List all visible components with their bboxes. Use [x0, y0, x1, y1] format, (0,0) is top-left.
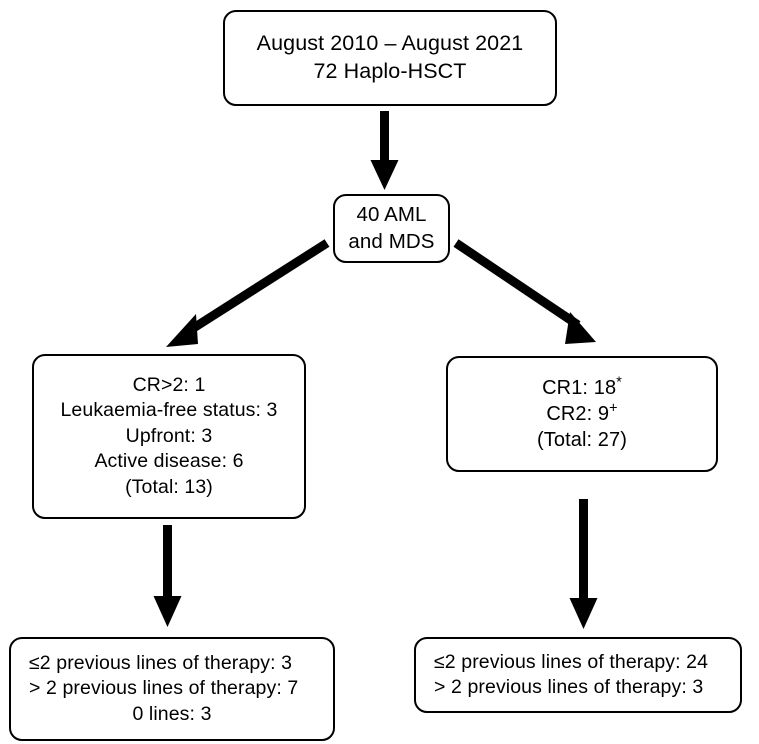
arrow-cohort-to-diagnosis: [370, 111, 399, 190]
cohort-period-line: August 2010 – August 2021: [256, 31, 524, 56]
left-group-upfront-line: Upfront: 3: [125, 424, 213, 447]
right-lines-gt2-line: > 2 previous lines of therapy: 3: [434, 676, 704, 698]
left-lines-gt2-line: > 2 previous lines of therapy: 7: [29, 677, 299, 700]
diagnosis-count-line: 40 AML: [356, 202, 427, 226]
arrow-right-group-to-right-lines: [569, 499, 598, 629]
arrow-left-group-to-left-lines: [153, 525, 182, 627]
node-advanced-disease-group: CR>2: 1 Leukaemia-free status: 3 Upfront…: [32, 354, 306, 519]
diagnosis-type-line: and MDS: [348, 229, 435, 253]
left-group-leukaemia-free-line: Leukaemia-free status: 3: [60, 399, 278, 422]
right-group-cr2-label: CR2: 9: [546, 403, 610, 425]
right-lines-le2-line: ≤2 previous lines of therapy: 24: [434, 650, 709, 673]
right-group-cr1-label: CR1: 18: [542, 377, 617, 399]
right-group-total-line: (Total: 27): [536, 429, 628, 451]
arrow-diagnosis-to-left-group: [166, 239, 330, 347]
node-cohort-period: August 2010 – August 2021 72 Haplo-HSCT: [223, 10, 557, 106]
arrow-diagnosis-to-right-group: [453, 239, 596, 344]
left-group-total-line: (Total: 13): [125, 475, 213, 498]
left-group-cr-gt2-line: CR>2: 1: [132, 374, 206, 397]
right-group-cr2-line: CR2: 9+: [546, 401, 617, 427]
cohort-transplant-count-line: 72 Haplo-HSCT: [313, 59, 467, 83]
node-remission-previous-therapy-lines: ≤2 previous lines of therapy: 24 > 2 pre…: [414, 637, 742, 713]
node-advanced-previous-therapy-lines: ≤2 previous lines of therapy: 3 > 2 prev…: [9, 637, 335, 741]
node-diagnosis-group: 40 AML and MDS: [333, 194, 450, 263]
left-group-active-disease-line: Active disease: 6: [94, 450, 244, 473]
right-group-cr1-line: CR1: 18*: [542, 375, 622, 401]
left-lines-le2-line: ≤2 previous lines of therapy: 3: [29, 651, 293, 674]
node-remission-group: CR1: 18* CR2: 9+ (Total: 27): [446, 356, 718, 472]
right-group-cr1-footnote-marker: *: [616, 374, 622, 391]
right-group-cr2-footnote-marker: +: [609, 400, 618, 417]
left-lines-zero-line: 0 lines: 3: [132, 702, 212, 725]
